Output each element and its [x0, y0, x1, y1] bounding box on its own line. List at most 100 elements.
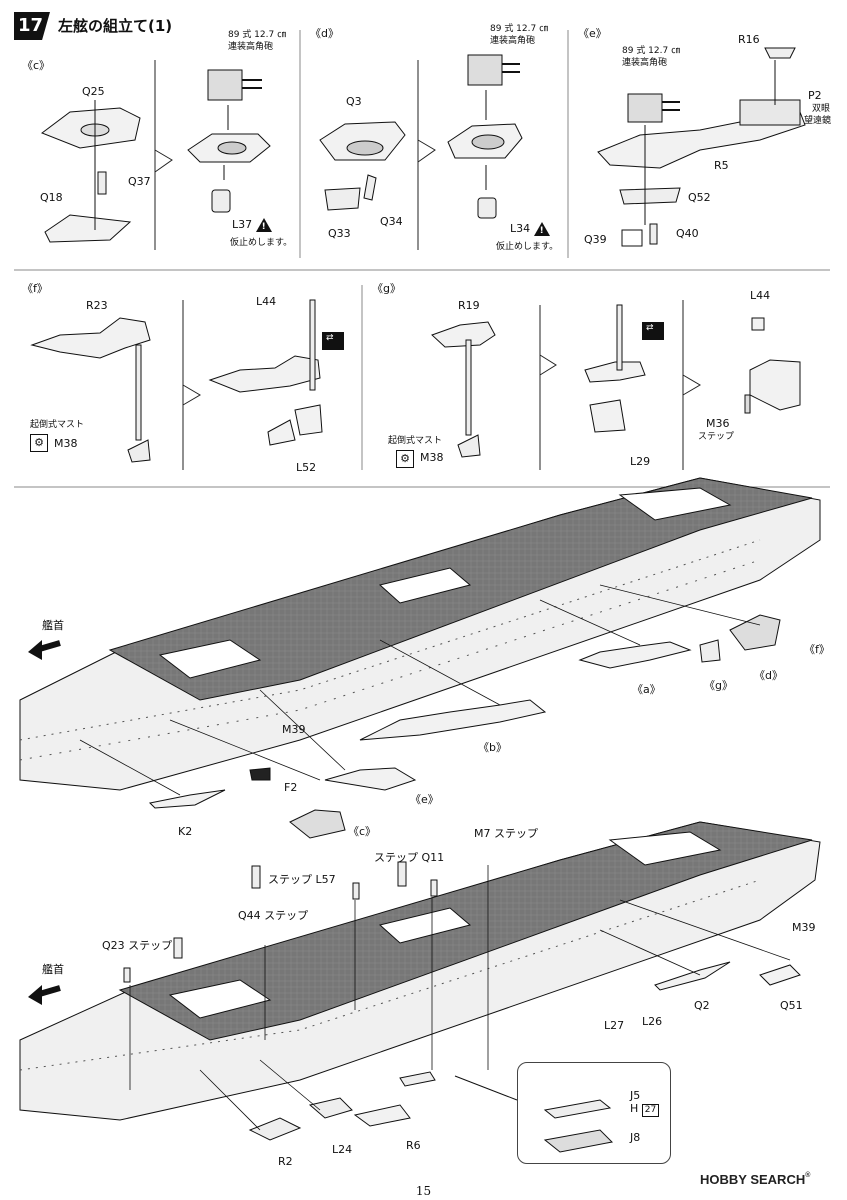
swap-arrows-icon: ⇄ — [322, 332, 344, 350]
warning-icon — [255, 218, 272, 233]
part-label-q2: Q2 — [694, 999, 710, 1012]
part-r5-drawing — [597, 99, 806, 169]
part-label-r2: R2 — [278, 1155, 293, 1168]
part-q40-drawing — [649, 223, 658, 245]
part-label-m7: M7 ステップ — [474, 827, 538, 840]
part-q18-drawing — [44, 214, 132, 243]
part-label-l34: L34 — [510, 222, 550, 237]
gun-mount-e — [627, 93, 680, 123]
part-r16-drawing — [764, 47, 796, 59]
part-q52-drawing — [619, 187, 681, 205]
part-q51-drawing — [759, 964, 801, 986]
part-q34-drawing — [363, 174, 377, 201]
carrier-hull-upper — [19, 477, 821, 791]
section-label-g: 《g》 — [372, 282, 401, 295]
assembly-g-mounted — [699, 639, 721, 663]
section-label-b-ship: 《b》 — [478, 741, 507, 754]
carrier-hull-lower — [19, 821, 821, 1121]
assembly-b-drawing — [359, 699, 547, 741]
part-label-q52: Q52 — [688, 191, 711, 204]
part-label-l52: L52 — [296, 461, 317, 474]
temp-fit-note-c: 仮止めします。 — [230, 238, 293, 248]
part-q37-drawing — [97, 171, 107, 195]
part-l24-drawing — [308, 1097, 353, 1119]
part-r6-drawing — [353, 1104, 411, 1127]
part-label-m36: M36 — [706, 417, 730, 430]
section-label-f-ship: 《f》 — [804, 643, 830, 656]
part-label-l44-g: L44 — [750, 289, 771, 302]
binocular-note-1: 双眼 — [812, 104, 831, 114]
part-j5-drawing — [543, 1099, 612, 1119]
part-label-q33: Q33 — [328, 227, 351, 240]
part-q39-drawing — [621, 229, 643, 247]
part-label-q3: Q3 — [346, 95, 362, 108]
part-label-m39-ship1: M39 — [282, 723, 306, 736]
bow-label-1: 艦首 — [42, 619, 64, 632]
section-label-a-ship: 《a》 — [632, 683, 661, 696]
watermark-hobby-search: HOBBY SEARCH® — [700, 1172, 811, 1187]
section-label-c-ship: 《c》 — [348, 825, 377, 838]
folding-mast-note-g: 起倒式マスト — [388, 436, 443, 446]
bow-arrow-1-head — [28, 640, 42, 660]
part-label-l24: L24 — [332, 1143, 353, 1156]
assembly-a-drawing — [578, 641, 692, 669]
part-k2-drawing — [148, 789, 226, 809]
gun-note-e-2: 連装高角砲 — [622, 58, 668, 68]
section-label-e: 《e》 — [578, 27, 607, 40]
section-label-g-ship: 《g》 — [704, 679, 733, 692]
part-label-q51: Q51 — [780, 999, 803, 1012]
part-f2-drawing — [249, 767, 271, 781]
part-q2-drawing — [654, 961, 731, 991]
step-title: 左舷の組立て(1) — [58, 17, 173, 35]
section-label-c: 《c》 — [22, 59, 51, 72]
folding-mast-note-f: 起倒式マスト — [30, 420, 85, 430]
part-label-r23: R23 — [86, 299, 108, 312]
page-number: 15 — [415, 1184, 432, 1198]
part-label-r19: R19 — [458, 299, 480, 312]
part-label-q44: Q44 ステップ — [238, 909, 309, 922]
binocular-note-2: 望遠鏡 — [804, 116, 832, 126]
boat-inset-frame — [517, 1062, 671, 1164]
temp-fit-note-d: 仮止めします。 — [496, 242, 559, 252]
part-label-r5: R5 — [714, 159, 729, 172]
step-note-m36: ステップ — [698, 432, 735, 442]
arrow-line — [223, 105, 229, 180]
section-label-e-ship: 《e》 — [410, 793, 439, 806]
part-label-q25: Q25 — [82, 85, 105, 98]
part-label-j5: J5 — [630, 1089, 641, 1102]
bow-arrow-2-head — [28, 985, 42, 1005]
part-q33-drawing — [324, 187, 361, 211]
gun-note-d-2: 連装高角砲 — [490, 36, 536, 46]
part-r19-drawing — [431, 321, 496, 348]
warning-icon — [533, 222, 550, 237]
part-label-m38-f: M38 — [54, 437, 78, 450]
glue-icon: ⚙ — [396, 450, 414, 468]
part-label-r16: R16 — [738, 33, 760, 46]
part-label-l57: ステップ L57 — [268, 873, 336, 886]
mast-g — [457, 339, 481, 458]
part-label-m39-ship2: M39 — [792, 921, 816, 934]
part-label-l37: L37 — [232, 218, 272, 233]
assembly-g — [584, 304, 646, 433]
part-label-l27: L27 — [604, 1019, 625, 1032]
part-label-l29: L29 — [630, 455, 651, 468]
part-label-r6: R6 — [406, 1139, 421, 1152]
boat-drawing — [399, 1071, 436, 1087]
part-label-p2: P2 — [808, 89, 822, 102]
section-label-d: 《d》 — [310, 27, 339, 40]
inset-leader — [454, 1075, 518, 1101]
gun-note-d-1: 89 式 12.7 ㎝ — [490, 24, 549, 34]
part-q25-drawing — [40, 107, 141, 149]
bow-label-2: 艦首 — [42, 963, 64, 976]
step-parts — [123, 861, 438, 983]
part-label-k2: K2 — [178, 825, 193, 838]
section-label-d-ship: 《d》 — [754, 669, 783, 682]
part-q3-drawing — [319, 121, 406, 161]
assembly-m36 — [744, 317, 801, 414]
part-label-h27: H 27 — [630, 1103, 660, 1117]
part-label-q23: Q23 ステップ — [102, 939, 173, 952]
part-j8-drawing — [543, 1129, 614, 1153]
leader-lines-ship2 — [129, 865, 791, 1131]
leader-lines-ship1 — [79, 584, 761, 796]
part-label-q40: Q40 — [676, 227, 699, 240]
